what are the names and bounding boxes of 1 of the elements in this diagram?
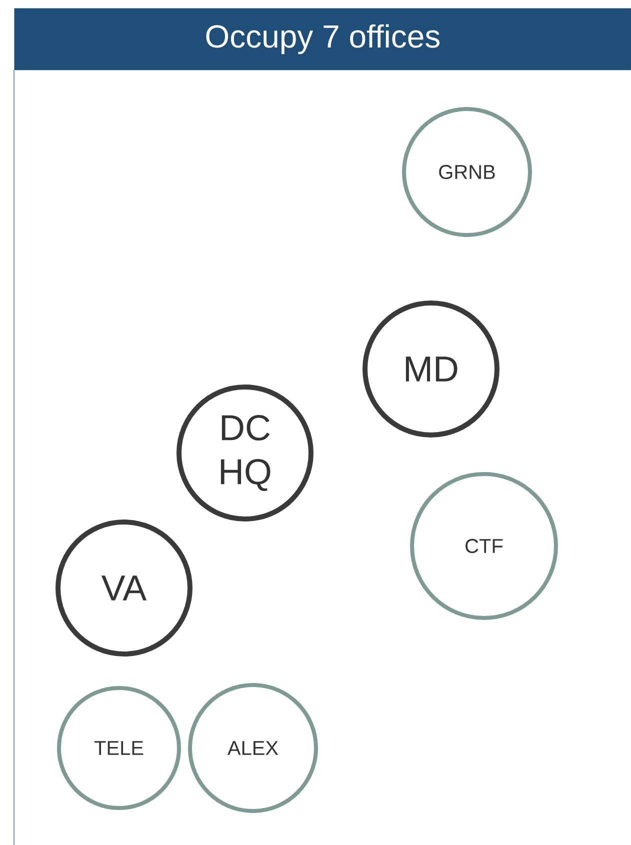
title-bar: Occupy 7 offices (14, 8, 631, 70)
